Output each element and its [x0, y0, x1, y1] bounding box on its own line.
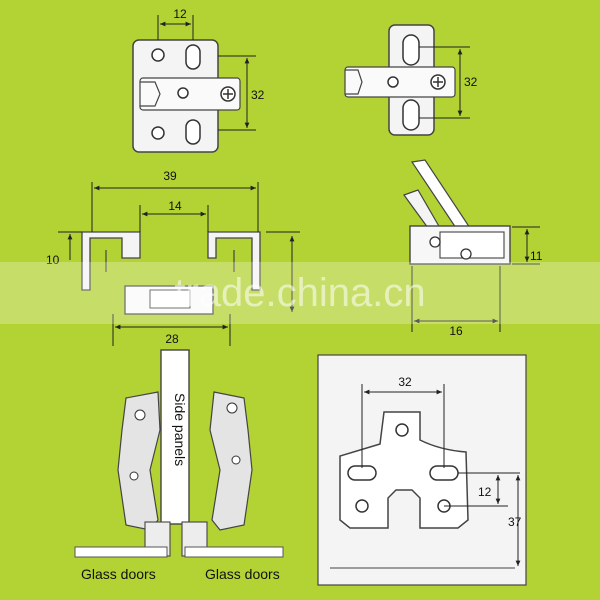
dim-top-right-height: 32 [464, 75, 478, 89]
center-hole [387, 76, 399, 88]
slot-hole [402, 99, 420, 131]
side-view [403, 159, 540, 332]
glass-door-right [184, 546, 284, 558]
mounting-hole [151, 126, 165, 140]
dim-plate-slot-height: 12 [478, 485, 492, 499]
center-hole [177, 87, 189, 99]
dim-inner-width: 14 [168, 199, 182, 213]
dim-plate-total-height: 37 [508, 515, 522, 529]
slot-hole [347, 465, 377, 481]
glass-doors-left-label: Glass doors [81, 566, 156, 582]
dim-overall-width: 39 [163, 169, 177, 183]
dim-plate-top-width: 32 [398, 375, 412, 389]
arm-tab [139, 77, 241, 111]
slot-hole [402, 34, 420, 66]
watermark-band [0, 262, 600, 324]
mounting-hole [151, 48, 165, 62]
arm-tab [344, 66, 456, 98]
slot-hole [185, 44, 201, 70]
dim-left-height: 10 [46, 253, 60, 267]
installation-view [74, 349, 284, 558]
slot-hole [429, 465, 459, 481]
dim-side-height: 11 [530, 249, 543, 263]
side-panels-label: Side panels [172, 393, 188, 466]
dim-side-width: 16 [449, 324, 463, 338]
dim-top-left-width: 12 [173, 7, 187, 21]
side-panel [160, 349, 190, 525]
mounting-plate-view [317, 354, 527, 586]
pivot-pin [460, 248, 472, 260]
top-left-plate-view [132, 15, 256, 153]
pivot-pin [429, 236, 441, 248]
watermark-text: trade.china.cn [174, 271, 425, 315]
right-hinge [209, 391, 253, 531]
dim-bottom-width: 28 [165, 332, 179, 346]
slot-hole [185, 119, 201, 145]
glass-door-left [74, 546, 168, 558]
top-right-plate-view [344, 24, 470, 136]
glass-doors-right-label: Glass doors [205, 566, 280, 582]
middle-clip-profile-view [58, 182, 300, 346]
dim-top-left-height: 32 [251, 88, 265, 102]
